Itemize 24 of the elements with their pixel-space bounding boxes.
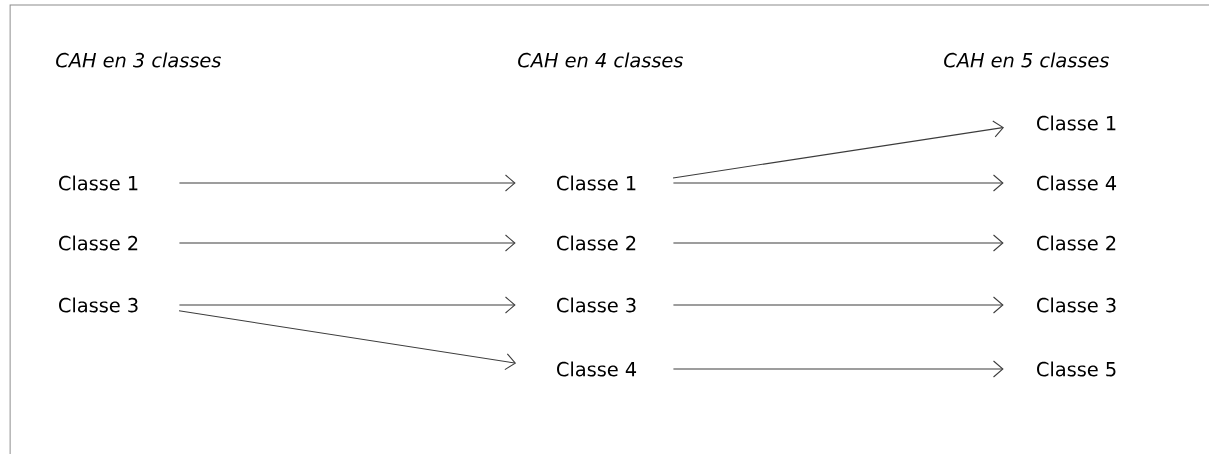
class-label: Classe 1 [557, 175, 636, 191]
column-heading: CAH en 4 classes [518, 52, 683, 68]
arrow [178, 234, 516, 252]
class-label: Classe 5 [1037, 361, 1116, 377]
class-label: Classe 4 [557, 361, 637, 377]
class-label: Classe 3 [1037, 297, 1116, 313]
arrow [178, 296, 516, 314]
class-label: Classe 2 [557, 235, 636, 251]
class-label: Classe 1 [59, 175, 138, 191]
class-label: Classe 1 [1037, 115, 1116, 131]
arrow [672, 360, 1004, 378]
arrow [178, 174, 516, 192]
arrow [672, 296, 1004, 314]
arrow [672, 120, 1005, 179]
class-label: Classe 3 [59, 297, 138, 313]
class-label: Classe 3 [557, 297, 636, 313]
class-label: Classe 4 [1037, 175, 1117, 191]
arrow [672, 234, 1004, 252]
column-heading: CAH en 5 classes [944, 52, 1109, 68]
arrow [178, 310, 517, 371]
column-heading: CAH en 3 classes [56, 52, 221, 68]
arrow [672, 174, 1004, 192]
class-label: Classe 2 [1037, 235, 1116, 251]
class-label: Classe 2 [59, 235, 138, 251]
